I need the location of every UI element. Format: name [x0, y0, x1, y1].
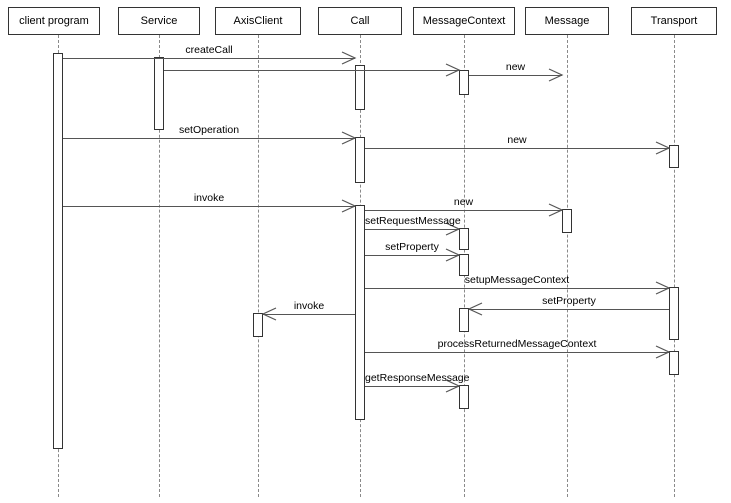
participant-header-axis[interactable]: AxisClient — [215, 7, 301, 35]
activation-bar-axis — [253, 313, 263, 337]
message-line — [365, 288, 669, 289]
participant-header-transport[interactable]: Transport — [631, 7, 717, 35]
message-arrowhead-icon — [467, 302, 483, 316]
message-label: setProperty — [542, 295, 596, 307]
message-label: setProperty — [385, 241, 439, 253]
message-arrowhead-icon — [445, 248, 461, 262]
message-line — [263, 314, 355, 315]
lifeline-transport — [674, 35, 675, 497]
message-line — [63, 138, 355, 139]
participant-header-message[interactable]: Message — [525, 7, 609, 35]
message-label: setOperation — [178, 124, 240, 136]
message-line — [469, 75, 562, 76]
activation-bar-service — [154, 57, 164, 130]
message-line — [365, 352, 669, 353]
message-arrowhead-icon — [341, 131, 357, 145]
activation-bar-msgctx — [459, 70, 469, 95]
participant-label: AxisClient — [233, 15, 283, 27]
participant-header-call[interactable]: Call — [318, 7, 402, 35]
participant-label: Transport — [650, 15, 698, 27]
lifeline-axis — [258, 35, 259, 497]
activation-bar-client — [53, 53, 63, 449]
message-line — [365, 210, 562, 211]
message-arrowhead-icon — [341, 51, 357, 65]
message-line — [365, 148, 669, 149]
message-line — [63, 206, 355, 207]
message-arrowhead-icon — [445, 63, 461, 77]
message-arrowhead-icon — [655, 141, 671, 155]
message-arrowhead-icon — [445, 222, 461, 236]
message-line — [365, 255, 459, 256]
message-label: invoke — [293, 300, 325, 312]
lifeline-message — [567, 35, 568, 497]
activation-bar-call — [355, 65, 365, 110]
message-label: createCall — [185, 44, 233, 56]
message-line — [164, 70, 459, 71]
message-label: invoke — [193, 192, 225, 204]
message-label: new — [453, 196, 474, 208]
message-arrowhead-icon — [548, 203, 564, 217]
message-line — [63, 58, 355, 59]
activation-bar-transport — [669, 145, 679, 168]
lifeline-service — [159, 35, 160, 497]
activation-bar-transport — [669, 287, 679, 340]
message-label: processReturnedMessageContext — [437, 338, 597, 350]
activation-bar-msgctx — [459, 254, 469, 276]
message-arrowhead-icon — [341, 199, 357, 213]
activation-bar-msgctx — [459, 308, 469, 332]
message-label: setupMessageContext — [464, 274, 570, 286]
message-label: new — [507, 134, 527, 146]
activation-bar-message — [562, 209, 572, 233]
activation-bar-msgctx — [459, 228, 469, 250]
message-arrowhead-icon — [445, 379, 461, 393]
message-arrowhead-icon — [548, 68, 564, 82]
message-label: getResponseMessage — [365, 372, 470, 384]
message-arrowhead-icon — [655, 281, 671, 295]
activation-bar-transport — [669, 351, 679, 375]
activation-bar-msgctx — [459, 385, 469, 409]
participant-header-client[interactable]: client program — [8, 7, 100, 35]
participant-label: Service — [140, 15, 178, 27]
message-line — [365, 229, 459, 230]
message-line — [365, 386, 459, 387]
participant-label: MessageContext — [422, 15, 506, 27]
message-line — [469, 309, 669, 310]
message-label: new — [505, 61, 526, 73]
message-arrowhead-icon — [261, 307, 277, 321]
participant-label: client program — [19, 15, 89, 27]
participant-header-service[interactable]: Service — [118, 7, 200, 35]
activation-bar-call — [355, 205, 365, 420]
message-label: setRequestMessage — [365, 215, 461, 227]
activation-bar-call — [355, 137, 365, 183]
participant-label: Call — [350, 15, 370, 27]
participant-label: Message — [544, 15, 590, 27]
message-arrowhead-icon — [655, 345, 671, 359]
participant-header-msgctx[interactable]: MessageContext — [413, 7, 515, 35]
